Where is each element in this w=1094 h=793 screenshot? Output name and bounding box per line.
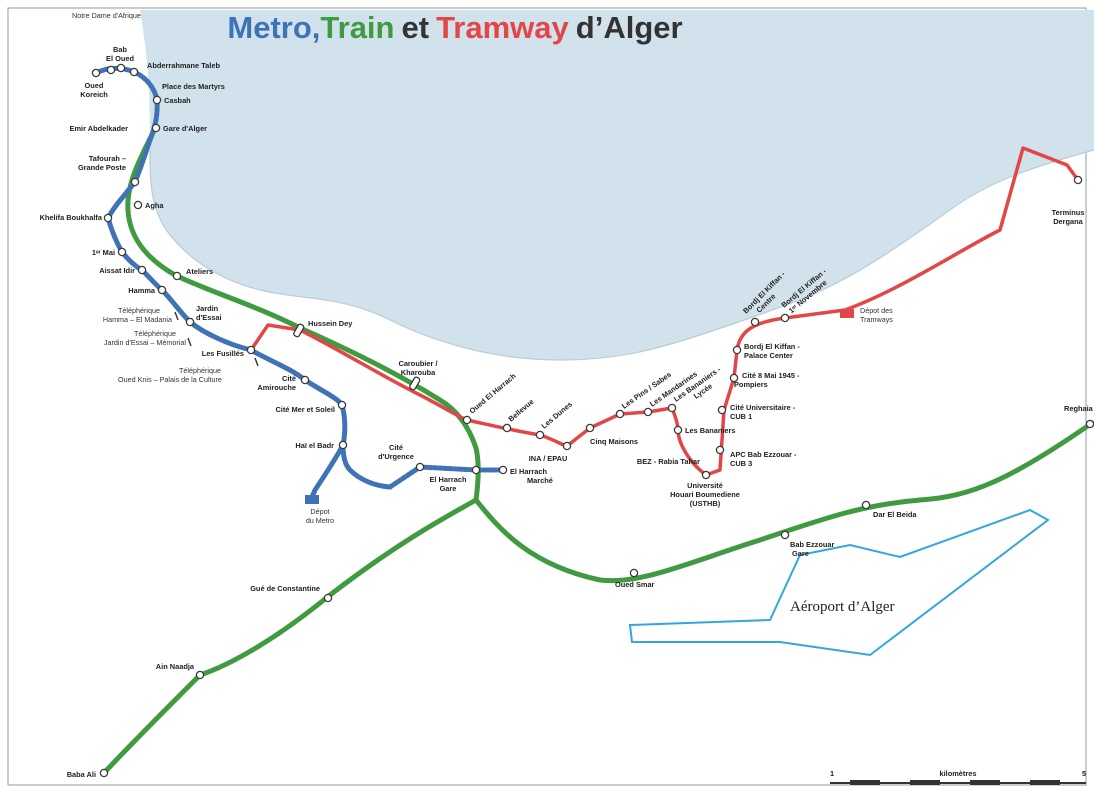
transfer-markers xyxy=(293,323,421,391)
station-emir-abdelkader: Emir Abdelkader xyxy=(70,124,129,133)
station-bordj-palace-center: Bordj El Kiffan -Palace Center xyxy=(744,342,800,360)
station-les-dunes: Les Dunes xyxy=(540,400,574,431)
metro-depot-icon xyxy=(305,495,319,504)
station-ina-epau: INA / EPAU xyxy=(529,454,568,463)
station-oued-el-harrach: Oued El Harrach xyxy=(468,371,519,415)
scale-unit: kilomètres xyxy=(940,769,977,778)
scale-start: 1 xyxy=(830,769,834,778)
station-reghaia: Reghaia xyxy=(1064,404,1094,413)
station-apc-bab-ezzouar: APC Bab Ezzouar -CUB 3 xyxy=(730,450,797,468)
station-tafourah: Tafourah –Grande Poste xyxy=(78,154,126,172)
station-oued-smar: Oued Smar xyxy=(615,580,655,589)
station-circles xyxy=(91,63,1094,778)
map-frame xyxy=(7,7,1087,786)
station-gue-de-constantine: Gué de Constantine xyxy=(250,584,320,593)
coastline xyxy=(149,149,1094,361)
station-cite-universitaire: Cité Universitaire -CUB 1 xyxy=(730,403,796,421)
station-cinq-maisons: Cinq Maisons xyxy=(590,437,638,446)
station-casbah: Casbah xyxy=(164,96,191,105)
station-caroubier: Caroubier /Kharouba xyxy=(398,359,437,377)
tram-depot-icon xyxy=(840,309,854,318)
station-les-bananiers: Les Bananiers xyxy=(685,426,736,435)
metro-extension-harrach xyxy=(387,464,506,490)
station-aissat-idir: Aissat Idir xyxy=(99,266,135,275)
sea-area xyxy=(140,10,1094,360)
station-ateliers: Ateliers xyxy=(186,267,213,276)
station-baba-ali: Baba Ali xyxy=(67,770,96,779)
metro-depot-spur xyxy=(309,442,346,500)
station-dar-el-beida: Dar El Beida xyxy=(873,510,917,519)
airport-label: Aéroport d’Alger xyxy=(790,599,895,615)
station-les-fusilles: Les Fusillés xyxy=(202,349,244,358)
scale-bar: 1 kilomètres 5 xyxy=(830,769,1086,785)
corner-note: Notre Dame d'Afrique xyxy=(72,11,141,20)
scale-end: 5 xyxy=(1082,769,1086,778)
station-ain-naadja: Ain Naadja xyxy=(156,662,195,671)
station-gare-alger: Gare d'Alger xyxy=(163,124,207,133)
station-khelifa-boukhalfa: Khelifa Boukhalfa xyxy=(40,213,103,222)
station-bellevue: Bellevue xyxy=(507,397,536,423)
station-bez-rabia-tahar: BEZ - Rabia Tahar xyxy=(637,457,700,466)
station-agha: Agha xyxy=(145,201,164,210)
station-hussein-dey: Hussein Dey xyxy=(308,319,353,328)
station-abderrahmane-taleb: Abderrahmane Taleb xyxy=(147,61,220,70)
station-cite-8-mai-1945: Cité 8 Mai 1945 -Pompiers xyxy=(734,371,800,389)
station-1er-mai: 1ᵉʳ Mai xyxy=(92,248,115,257)
train-line-south xyxy=(101,497,479,776)
airport-outline xyxy=(628,508,1050,657)
telepherique-markers xyxy=(174,311,259,367)
station-hamma: Hamma xyxy=(128,286,156,295)
train-line-east xyxy=(473,420,1094,584)
station-cite-mer-et-soleil: Cité Mer et Soleil xyxy=(275,405,335,414)
station-hai-el-badr: Haï el Badr xyxy=(295,441,334,450)
station-place-des-martyrs: Place des Martyrs xyxy=(162,82,225,91)
